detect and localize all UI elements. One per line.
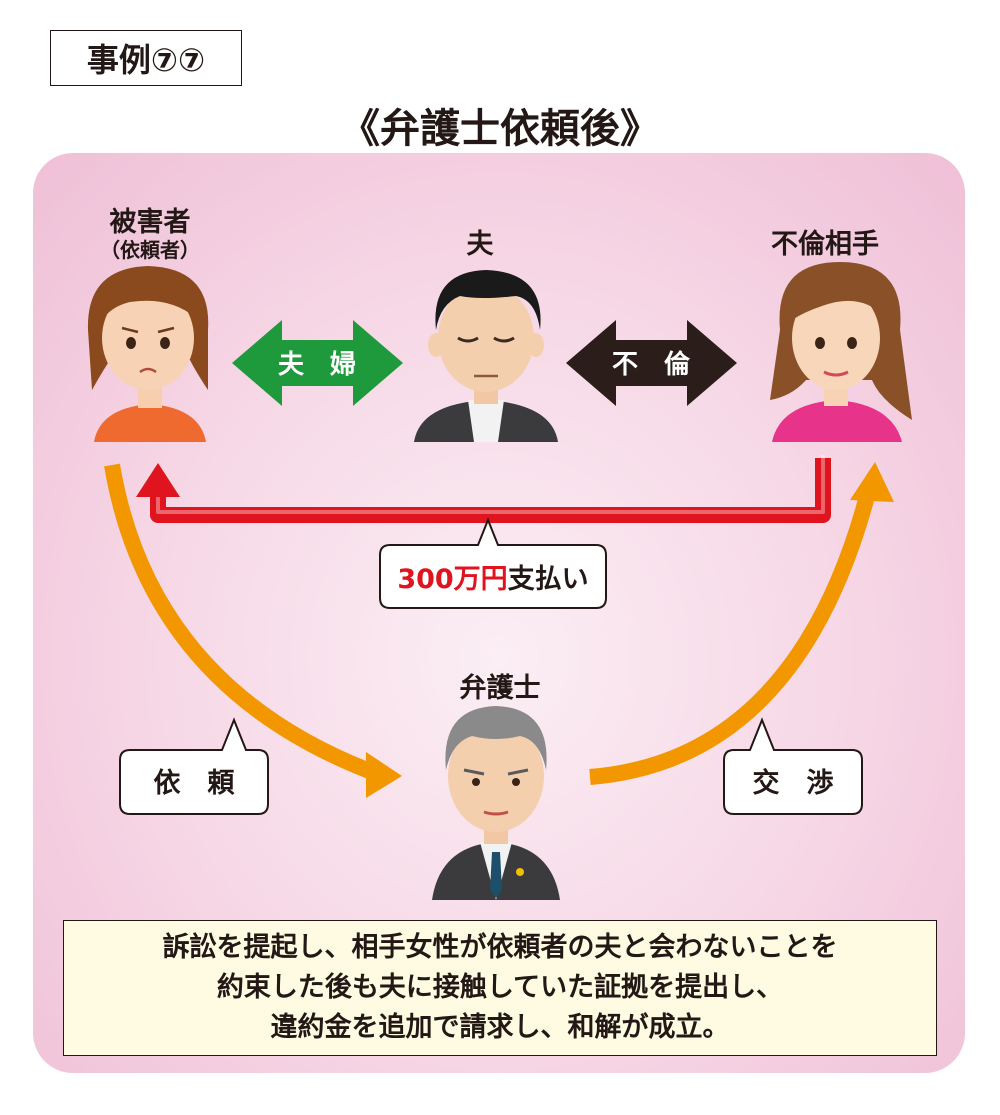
case-label: 事例⑦⑦ xyxy=(50,30,242,86)
husband-figure xyxy=(414,270,558,442)
caption-box: 訴訟を提起し、相手女性が依頼者の夫と会わないことを 約束した後も夫に接触していた… xyxy=(63,920,937,1056)
request-flow-arrow xyxy=(104,463,402,798)
payment-callout xyxy=(379,517,607,609)
payment-arrow xyxy=(136,455,831,523)
caption-line: 訴訟を提起し、相手女性が依頼者の夫と会わないことを xyxy=(162,932,838,963)
caption-line: 約束した後も夫に接触していた証拠を提出し、 xyxy=(216,972,784,1003)
victim-label: 被害者 xyxy=(109,207,191,238)
couple-double-arrow xyxy=(232,320,403,406)
negotiation-label: 交 渉 xyxy=(753,767,834,799)
partner-figure xyxy=(770,262,912,442)
negotiation-callout xyxy=(723,717,863,815)
payment-rest: 支払い xyxy=(508,564,589,595)
payment-text: 300万円支払い xyxy=(397,564,588,595)
victim-sub-label: （依頼者） xyxy=(100,238,200,262)
affair-label: 不 倫 xyxy=(612,349,691,380)
request-callout xyxy=(119,717,269,815)
request-label: 依 頼 xyxy=(154,768,236,799)
victim-figure xyxy=(87,266,209,442)
lawyer-label: 弁護士 xyxy=(459,673,541,704)
negotiation-flow-arrow xyxy=(589,462,894,785)
lawyer-figure xyxy=(432,706,560,900)
partner-label: 不倫相手 xyxy=(771,229,879,260)
payment-amount: 300万円 xyxy=(397,564,507,595)
page-title: 《弁護士依頼後》 xyxy=(340,106,660,152)
affair-double-arrow xyxy=(566,320,737,406)
husband-label: 夫 xyxy=(466,229,494,260)
couple-label: 夫 婦 xyxy=(278,350,356,380)
caption-line: 違約金を追加で請求し、和解が成立。 xyxy=(270,1012,730,1043)
